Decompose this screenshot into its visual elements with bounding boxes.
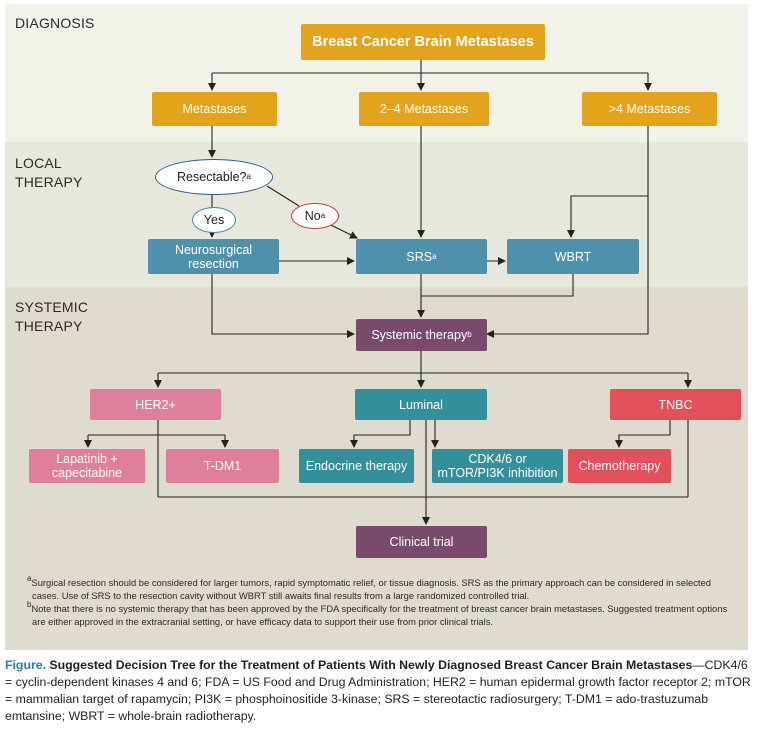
figure-caption: Figure. Suggested Decision Tree for the …: [5, 657, 753, 725]
footnote-a: aSurgical resection should be considered…: [27, 575, 732, 602]
section-label-diagnosis: DIAGNOSIS: [15, 15, 95, 31]
footnote-b: bNote that there is no systemic therapy …: [27, 601, 732, 628]
no-label: No: [304, 209, 321, 223]
clinical-trial-box: Clinical trial: [356, 526, 487, 558]
neurosurgical-resection-box: Neurosurgical resection: [148, 239, 279, 274]
metastases-box: Metastases: [152, 92, 277, 126]
connector-to-endocrine: [350, 420, 411, 448]
tdm1-box: T-DM1: [166, 449, 279, 483]
gt4-metastases-box: >4 Metastases: [582, 92, 717, 126]
resectable-decision-oval: Resectable?a: [155, 159, 273, 195]
connector-resection-systemic: [211, 274, 355, 338]
decision-tree-panel: DIAGNOSIS LOCAL THERAPY SYSTEMIC THERAPY: [5, 4, 748, 650]
connector-to-chemotherapy: [615, 420, 671, 448]
resectable-label: Resectable?: [177, 170, 247, 184]
section-label-local-therapy: LOCAL THERAPY: [15, 155, 83, 190]
tnbc-box: TNBC: [610, 389, 741, 420]
figure-label: Figure.: [5, 658, 46, 672]
connector-gt4-wbrt: [567, 126, 649, 238]
lapatinib-capecitabine-box: Lapatinib + capecitabine: [29, 449, 145, 483]
section-label-systemic-therapy: SYSTEMIC THERAPY: [15, 299, 89, 334]
srs-label: SRS: [406, 249, 433, 264]
breast-cancer-brain-metastases-box: Breast Cancer Brain Metastases: [301, 24, 545, 60]
connector-wbrt-systemic: [421, 274, 574, 297]
footnote-b-text: Note that there is no systemic therapy t…: [31, 603, 728, 627]
connector-no-srs: [328, 223, 358, 239]
footnotes: aSurgical resection should be considered…: [27, 575, 732, 628]
connector-resectable-no: [266, 185, 300, 207]
cdk-mtor-pi3k-box: CDK4/6 or mTOR/PI3K inhibition: [432, 449, 563, 483]
systemic-therapy-label: Systemic therapy: [371, 328, 468, 342]
her2-box: HER2+: [90, 389, 221, 420]
two-four-metastases-box: 2–4 Metastases: [359, 92, 489, 126]
footnote-b-mark: b: [27, 600, 32, 609]
connector-gt4-systemic: [486, 196, 649, 338]
flow-connectors: [84, 60, 692, 525]
figure-title: Suggested Decision Tree for the Treatmen…: [49, 658, 693, 672]
figure-abbreviations: —CDK4/6 = cyclin-dependent kinases 4 and…: [5, 658, 751, 723]
luminal-box: Luminal: [355, 389, 487, 420]
footnote-a-mark: a: [27, 574, 32, 583]
wbrt-box: WBRT: [507, 239, 639, 274]
yes-oval: Yes: [192, 207, 236, 233]
footnote-a-text: Surgical resection should be considered …: [31, 577, 711, 601]
endocrine-therapy-box: Endocrine therapy: [299, 449, 414, 483]
chemotherapy-box: Chemotherapy: [568, 449, 671, 483]
